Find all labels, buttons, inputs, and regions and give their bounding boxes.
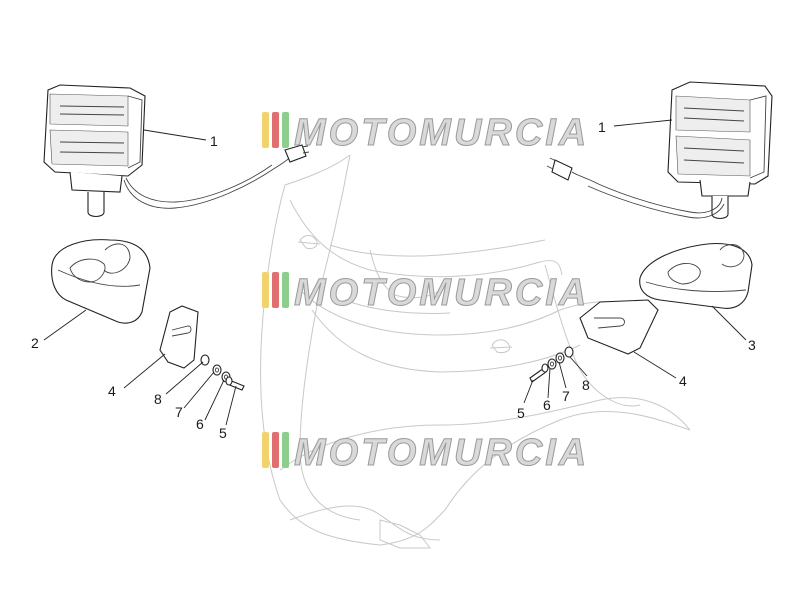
right-indicator-cable (546, 157, 725, 219)
callout-6-left: 6 (196, 416, 204, 432)
watermark-text: MOTOMURCIA (294, 272, 589, 314)
fairing-outline (260, 154, 691, 549)
right-bracket-plate (579, 299, 659, 355)
callout-4-right: 4 (679, 373, 687, 389)
right-indicator-light (667, 81, 773, 220)
callout-6-right: 6 (543, 397, 551, 413)
callout-7-right: 7 (562, 388, 570, 404)
left-indicator-housing (51, 239, 151, 324)
callout-1-right: 1 (598, 119, 606, 135)
callout-1-left: 1 (210, 133, 218, 149)
callout-labels: 1 1 2 3 4 4 8 7 6 5 5 6 7 8 (31, 119, 756, 441)
left-indicator-light (43, 84, 146, 218)
watermark-text: MOTOMURCIA (294, 112, 589, 154)
callout-4-left: 4 (108, 383, 116, 399)
callout-8-left: 8 (154, 391, 162, 407)
left-indicator-cable (123, 144, 310, 209)
left-bracket-plate (159, 305, 199, 369)
callout-7-left: 7 (175, 404, 183, 420)
right-indicator-housing (639, 242, 753, 309)
watermark-text: MOTOMURCIA (294, 432, 589, 474)
callout-5-left: 5 (219, 425, 227, 441)
right-fasteners (529, 346, 574, 383)
watermark-logo-top: MOTOMURCIA (262, 112, 589, 155)
callout-5-right: 5 (517, 405, 525, 421)
callout-2: 2 (31, 335, 39, 351)
callout-8-right: 8 (582, 377, 590, 393)
watermark-logo-middle: MOTOMURCIA (262, 272, 589, 315)
leader-lines (43, 119, 747, 426)
left-fasteners (200, 354, 245, 391)
watermark-logo-bottom: MOTOMURCIA (262, 432, 589, 475)
callout-3: 3 (748, 337, 756, 353)
